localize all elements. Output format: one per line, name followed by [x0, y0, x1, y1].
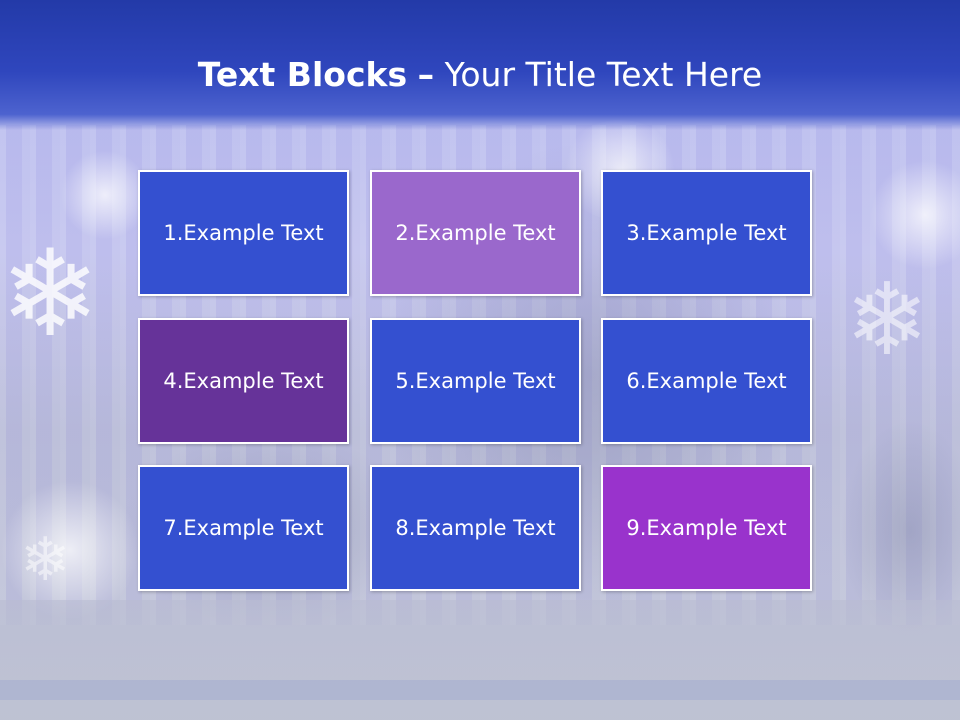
text-block-label: 4.Example Text	[163, 369, 324, 393]
text-block-label: 2.Example Text	[395, 221, 556, 245]
title-separator: –	[417, 55, 435, 94]
text-block-label: 9.Example Text	[626, 516, 787, 540]
background-light	[870, 160, 960, 270]
slide-title: Text Blocks – Your Title Text Here	[0, 52, 960, 98]
snowflake-icon: ❄	[0, 225, 101, 364]
background-floor-line	[0, 680, 960, 700]
text-block-9[interactable]: 9.Example Text	[601, 465, 812, 591]
text-block-label: 8.Example Text	[395, 516, 556, 540]
text-block-label: 1.Example Text	[163, 221, 324, 245]
title-regular: Your Title Text Here	[444, 55, 763, 94]
text-block-label: 5.Example Text	[395, 369, 556, 393]
text-block-4[interactable]: 4.Example Text	[138, 318, 349, 444]
title-bold: Text Blocks	[197, 55, 408, 94]
text-block-2[interactable]: 2.Example Text	[370, 170, 581, 296]
header-band	[0, 0, 960, 130]
background-light	[60, 150, 150, 240]
text-block-7[interactable]: 7.Example Text	[138, 465, 349, 591]
background-floor	[0, 600, 960, 720]
text-block-8[interactable]: 8.Example Text	[370, 465, 581, 591]
text-block-grid: 1.Example Text 2.Example Text 3.Example …	[138, 170, 815, 594]
text-block-6[interactable]: 6.Example Text	[601, 318, 812, 444]
text-block-label: 3.Example Text	[626, 221, 787, 245]
text-block-1[interactable]: 1.Example Text	[138, 170, 349, 296]
snowflake-icon: ❄	[20, 525, 71, 595]
text-block-3[interactable]: 3.Example Text	[601, 170, 812, 296]
background-light	[0, 480, 140, 620]
snowflake-icon: ❄	[845, 261, 929, 378]
text-block-5[interactable]: 5.Example Text	[370, 318, 581, 444]
text-block-label: 6.Example Text	[626, 369, 787, 393]
text-block-label: 7.Example Text	[163, 516, 324, 540]
